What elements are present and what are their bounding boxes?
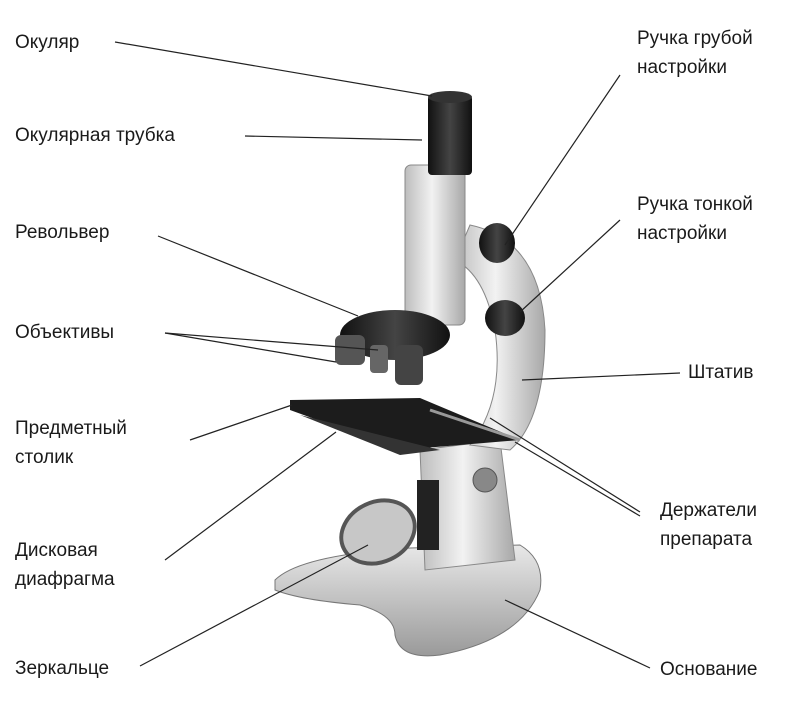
label-clips-line1: Держатели — [660, 500, 757, 521]
label-mirror: Зеркальце — [15, 658, 110, 679]
label-ocular-tube: Окулярная трубка — [15, 125, 175, 146]
label-objectives: Объективы — [15, 322, 115, 343]
label-diaphragm-line2: диафрагма — [15, 569, 115, 590]
label-coarse-line1: Ручка грубой — [637, 28, 753, 49]
label-fine-line1: Ручка тонкой — [637, 194, 753, 215]
label-clips-line2: препарата — [660, 529, 753, 550]
label-clips: Держатели препарата — [660, 496, 757, 554]
label-eyepiece: Окуляр — [15, 32, 80, 53]
label-base: Основание — [660, 659, 758, 680]
label-stage: Предметный столик — [15, 414, 127, 472]
coarse-knob — [479, 223, 515, 263]
pointer-lines — [114, 41, 681, 669]
label-coarse-line2: настройки — [637, 57, 727, 78]
stage — [290, 398, 520, 450]
label-fine-knob: Ручка тонкой настройки — [637, 190, 753, 248]
clip — [429, 408, 521, 442]
eyepiece — [428, 95, 472, 175]
label-coarse-knob: Ручка грубой настройки — [637, 24, 753, 82]
fine-knob — [485, 300, 525, 336]
label-diaphragm-line1: Дисковая — [15, 540, 98, 561]
label-stage-line1: Предметный — [15, 418, 127, 439]
label-stage-line2: столик — [15, 447, 74, 468]
ocular-tube — [404, 164, 466, 326]
objective — [370, 345, 388, 373]
label-diaphragm: Дисковая диафрагма — [15, 536, 115, 594]
arm — [454, 224, 546, 451]
label-arm: Штатив — [688, 362, 754, 383]
mirror — [339, 498, 417, 566]
revolver — [340, 310, 450, 360]
label-revolver: Револьвер — [15, 222, 110, 243]
objective — [335, 335, 365, 365]
objective — [395, 345, 423, 385]
label-fine-line2: настройки — [637, 223, 727, 244]
